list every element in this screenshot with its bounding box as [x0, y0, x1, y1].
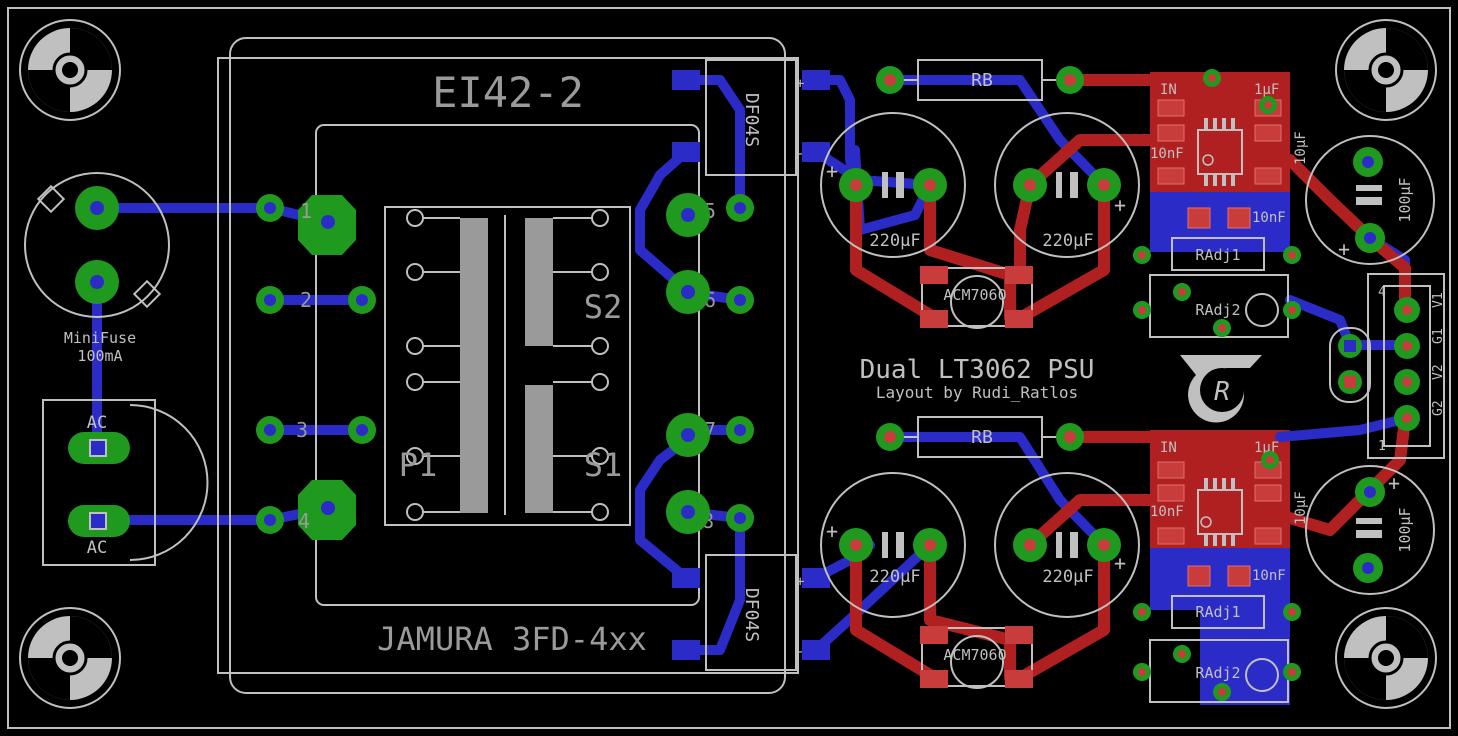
- out-pin4-label: 4: [1378, 285, 1386, 300]
- transformer-primary-label: P1: [399, 446, 438, 484]
- svg-text:+: +: [1388, 471, 1400, 495]
- radj1-label-top: RAdj1: [1195, 246, 1240, 264]
- board-subtitle: Layout by Rudi_Ratlos: [876, 383, 1078, 402]
- fuse-name: MiniFuse: [64, 329, 136, 347]
- rb-resistors: RB RB: [876, 59, 1084, 458]
- mounting-hole-top-right: [1335, 19, 1437, 121]
- transformer-model-label: JAMURA 3FD-4xx: [377, 620, 647, 658]
- svg-text:-: -: [796, 644, 804, 660]
- regulator-top: IN 1µF 10nF 10µF 10nF RAdj1 RAdj2: [1133, 69, 1309, 338]
- board-title: Dual LT3062 PSU: [860, 355, 1095, 385]
- bulk-capacitors: 220µF 220µF 220µF 220µF: [820, 112, 1140, 618]
- transformer-secondary2-label: S2: [584, 288, 623, 326]
- ac-connector: AC AC: [42, 399, 209, 566]
- mounting-hole-bottom-left: [19, 607, 121, 709]
- radj1-label-bottom: RAdj1: [1195, 603, 1240, 621]
- out-v2-label: V2: [1431, 364, 1446, 380]
- common-mode-chokes: ACM7060 ACM7060: [920, 266, 1033, 689]
- cap-10nf-label-top-b: 10nF: [1252, 210, 1286, 226]
- fuse-value: 100mA: [77, 347, 122, 365]
- pin-label-4: 4: [298, 509, 310, 533]
- svg-text:-: -: [796, 146, 804, 162]
- cap-10nf-label-top-a: 10nF: [1150, 146, 1184, 162]
- regulator-bottom: IN 1µF 10nF 10µF 10nF RAdj1 RAdj2: [1133, 440, 1309, 703]
- choke-label-top: ACM7060: [943, 286, 1006, 304]
- rb-label-bottom: RB: [971, 427, 993, 448]
- svg-text:R: R: [1214, 377, 1230, 407]
- designer-logo-icon: R: [1180, 355, 1262, 423]
- bulk-cap-label-1: 220µF: [869, 231, 920, 251]
- transformer-secondary-pads: [666, 193, 754, 534]
- svg-text:+: +: [826, 159, 838, 183]
- output-capacitors: 100µF 100µF: [1305, 135, 1435, 595]
- svg-text:+: +: [1114, 193, 1126, 217]
- svg-text:+: +: [1338, 237, 1350, 261]
- cap-10uf-label-top: 10µF: [1293, 131, 1309, 165]
- fuse: MiniFuse 100mA: [24, 172, 170, 365]
- svg-text:+: +: [796, 574, 804, 590]
- ac-label-top: AC: [87, 413, 107, 433]
- mounting-hole-bottom-right: [1335, 607, 1437, 709]
- mounting-hole-top-left: [19, 19, 121, 121]
- out-g2-label: G2: [1431, 400, 1446, 416]
- out-cap-label-bottom: 100µF: [1396, 507, 1414, 552]
- bridge-label-bottom: DF04S: [741, 588, 762, 642]
- svg-text:+: +: [826, 519, 838, 543]
- transformer: EI42-2 JAMURA 3FD-4xx P1 S2 S1 1 2 3 4 5…: [217, 37, 799, 694]
- bulk-cap-label-2: 220µF: [1042, 231, 1093, 251]
- out-v1-label: V1: [1431, 292, 1446, 308]
- cap-10nf-label-bottom-b: 10nF: [1252, 568, 1286, 584]
- cap-10nf-label-bottom-a: 10nF: [1150, 504, 1184, 520]
- bulk-cap-label-4: 220µF: [1042, 567, 1093, 587]
- ic-in-label-top: IN: [1160, 82, 1177, 98]
- polarity-markers: + + + + + + + - + -: [796, 76, 1400, 660]
- bulk-cap-label-3: 220µF: [869, 567, 920, 587]
- out-pin1-label: 1: [1378, 439, 1386, 454]
- output-connector: 4 1 V1 G1 V2 G2: [1329, 273, 1446, 459]
- radj2-label-top: RAdj2: [1195, 301, 1240, 319]
- board-outline: [7, 7, 1451, 729]
- out-g1-label: G1: [1431, 328, 1446, 344]
- pin-label-2: 2: [300, 288, 312, 312]
- choke-label-bottom: ACM7060: [943, 646, 1006, 664]
- radj2-label-bottom: RAdj2: [1195, 664, 1240, 682]
- pin-label-1: 1: [300, 199, 312, 223]
- svg-text:+: +: [1114, 551, 1126, 575]
- ac-label-bottom: AC: [87, 538, 107, 558]
- bridge-rectifier-top: DF04S: [672, 59, 830, 176]
- pin-label-3: 3: [296, 418, 308, 442]
- cap-10uf-label-bottom: 10µF: [1293, 491, 1309, 525]
- transformer-core-label: EI42-2: [432, 68, 584, 117]
- cap-1uf-label-top: 1µF: [1254, 82, 1279, 98]
- transformer-primary-pads: [256, 194, 376, 540]
- bridge-rectifier-bottom: DF04S: [672, 554, 830, 671]
- svg-text:+: +: [796, 76, 804, 92]
- bridge-label-top: DF04S: [741, 93, 762, 147]
- transformer-secondary1-label: S1: [584, 446, 623, 484]
- ic-in-label-bottom: IN: [1160, 440, 1177, 456]
- out-cap-label-top: 100µF: [1396, 177, 1414, 222]
- rb-label-top: RB: [971, 70, 993, 91]
